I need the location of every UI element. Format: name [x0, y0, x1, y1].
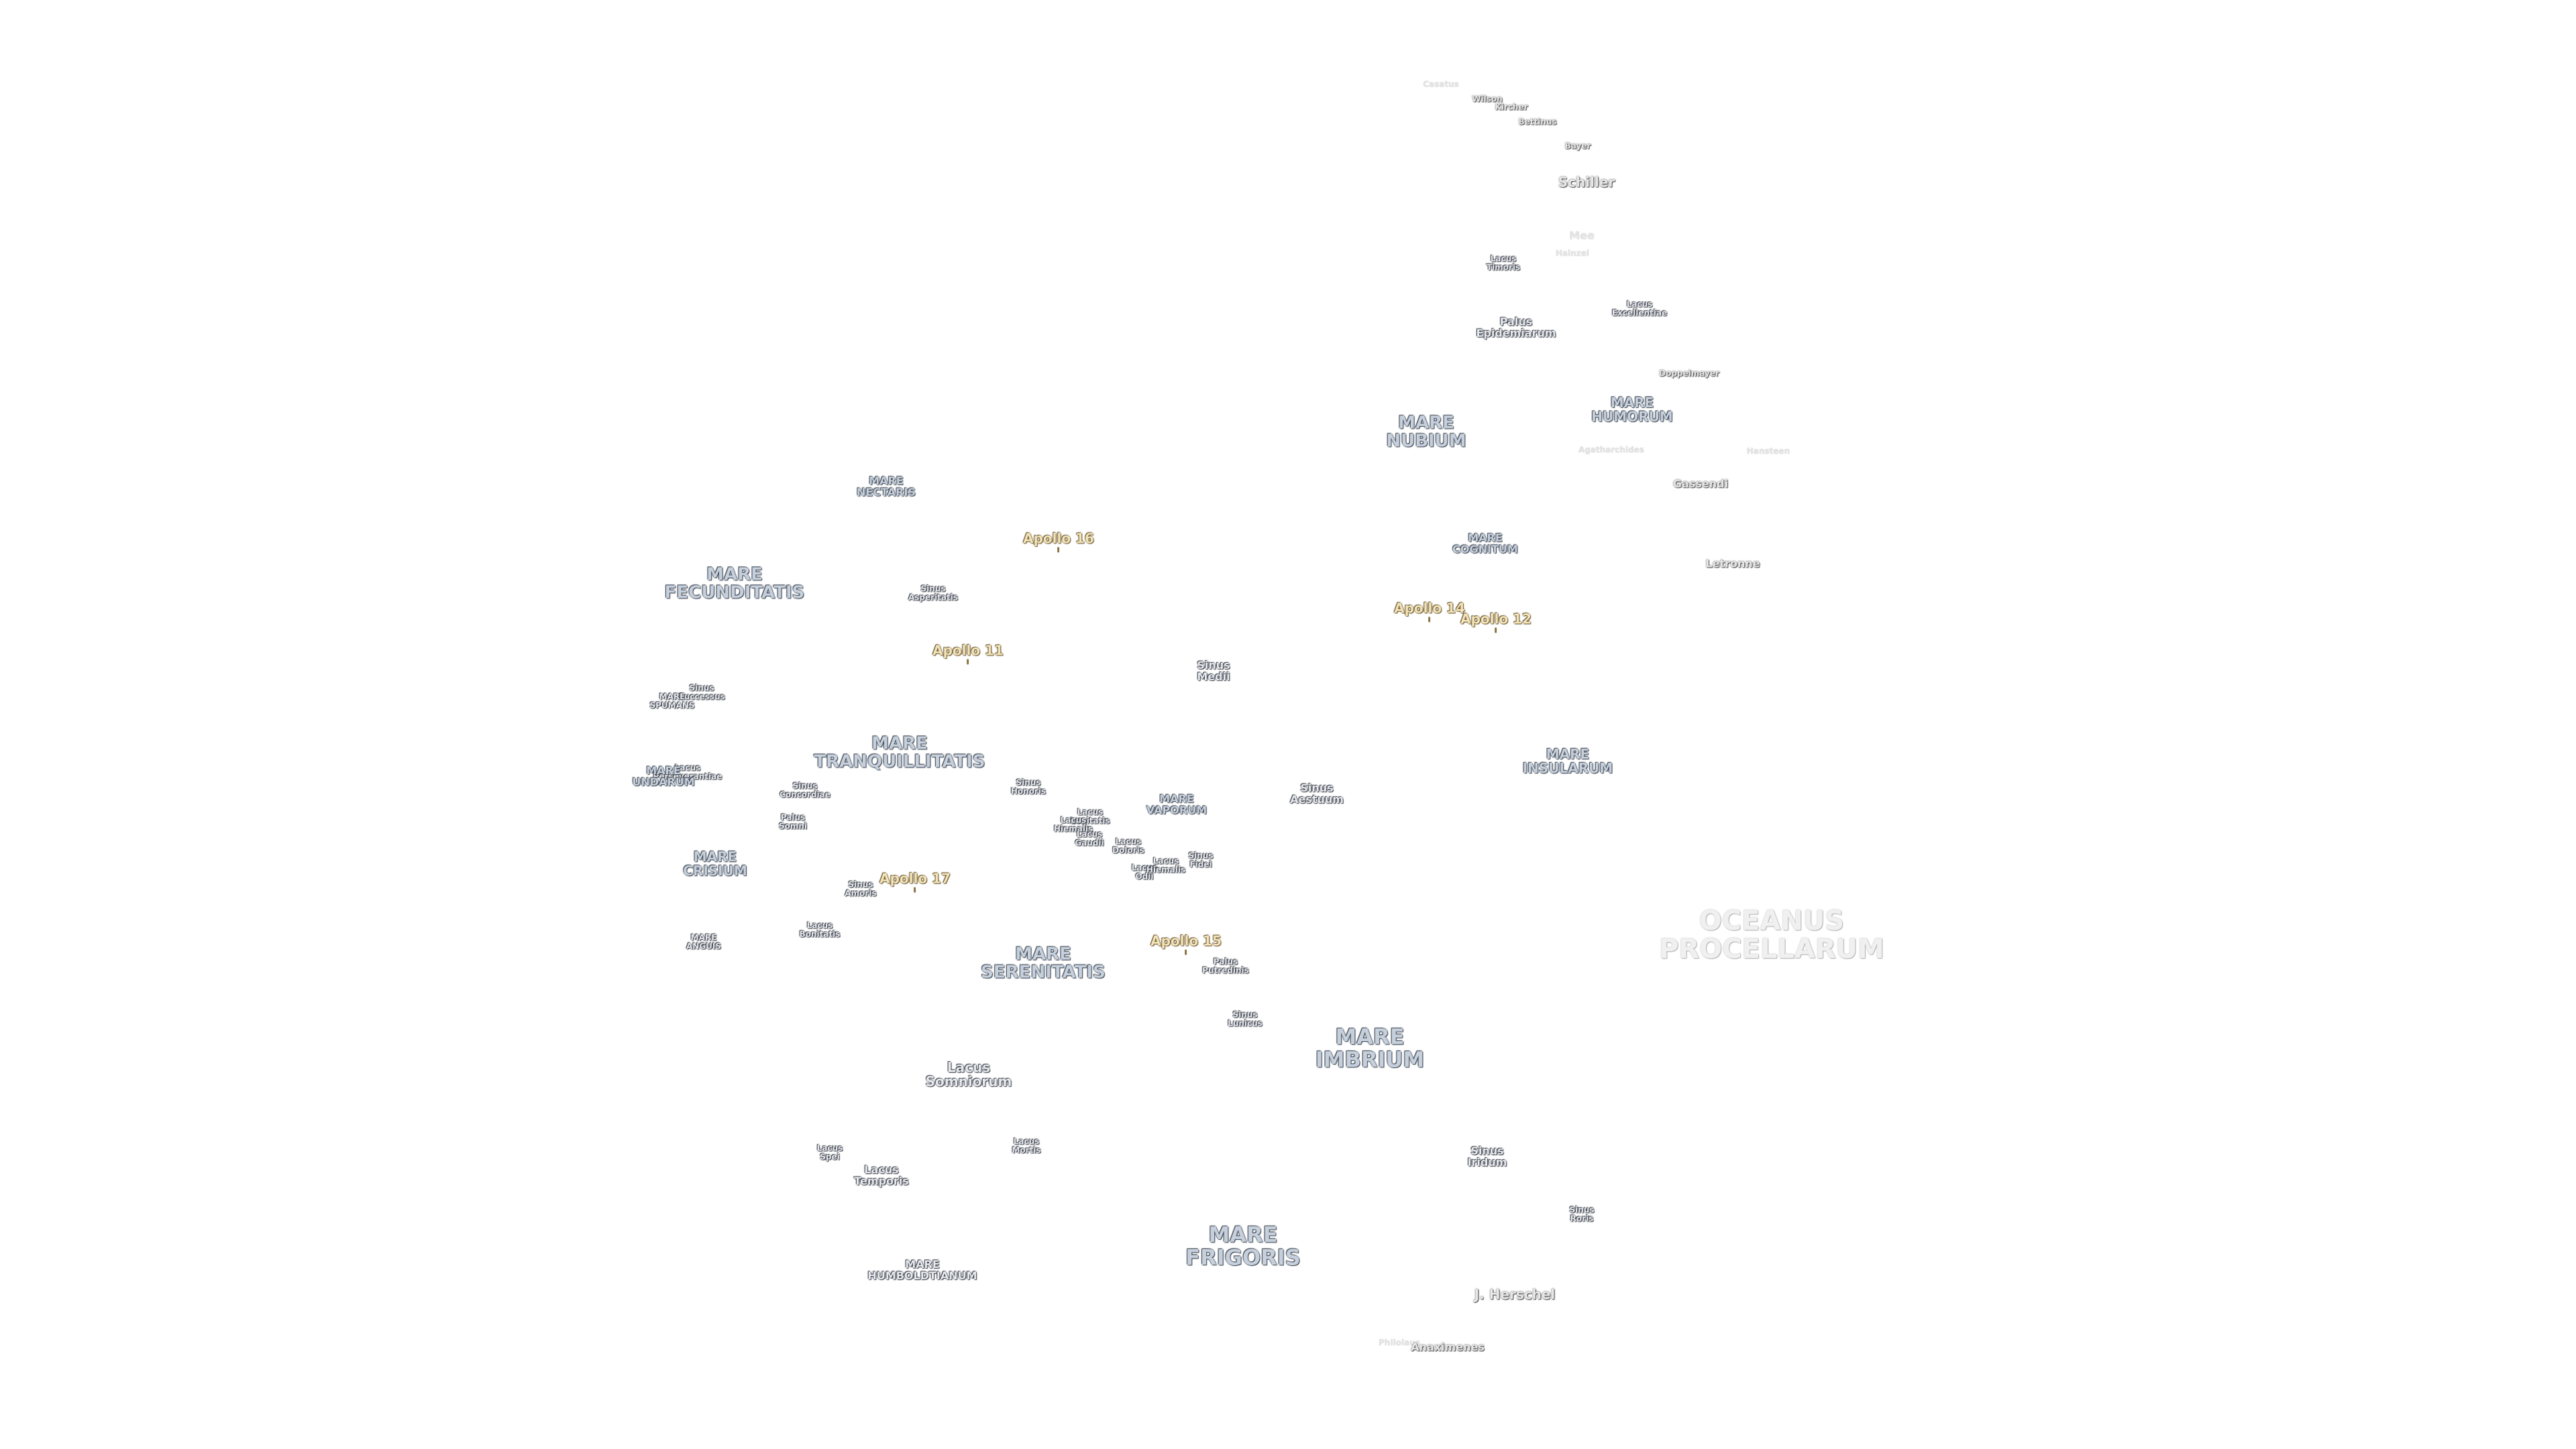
map-feature-label: Hainzel [1555, 248, 1590, 258]
map-feature-label: Agatharchides [1578, 445, 1644, 455]
map-feature-label: Wilson [1472, 94, 1503, 104]
apollo-site-label: Apollo 15 [1150, 934, 1222, 955]
apollo-site-label: Apollo 17 [879, 871, 951, 893]
map-feature-label: Hansteen [1746, 446, 1790, 456]
apollo-site-label: Apollo 11 [932, 643, 1004, 665]
map-feature-label: Mee [1569, 229, 1595, 242]
map-feature-label: Bayer [1564, 141, 1591, 151]
map-feature-label: Schiller [1558, 174, 1615, 191]
map-feature-label: Gassendi [1672, 477, 1729, 490]
apollo-site-label: Apollo 12 [1460, 612, 1532, 633]
map-feature-label: Casatus [1423, 79, 1459, 89]
map-feature-label: Doppelmayer [1659, 368, 1719, 378]
apollo-site-label: Apollo 14 [1394, 601, 1465, 623]
map-feature-label: J. Herschel [1474, 1286, 1556, 1303]
map-feature-label: Kircher [1495, 102, 1528, 112]
map-feature-label: Letronne [1705, 557, 1760, 570]
map-feature-label: Anaximenes [1411, 1340, 1485, 1354]
map-feature-label: Bettinus [1518, 117, 1557, 127]
apollo-site-label: Apollo 16 [1023, 531, 1094, 553]
map-feature-label: Philolaus [1379, 1338, 1420, 1348]
